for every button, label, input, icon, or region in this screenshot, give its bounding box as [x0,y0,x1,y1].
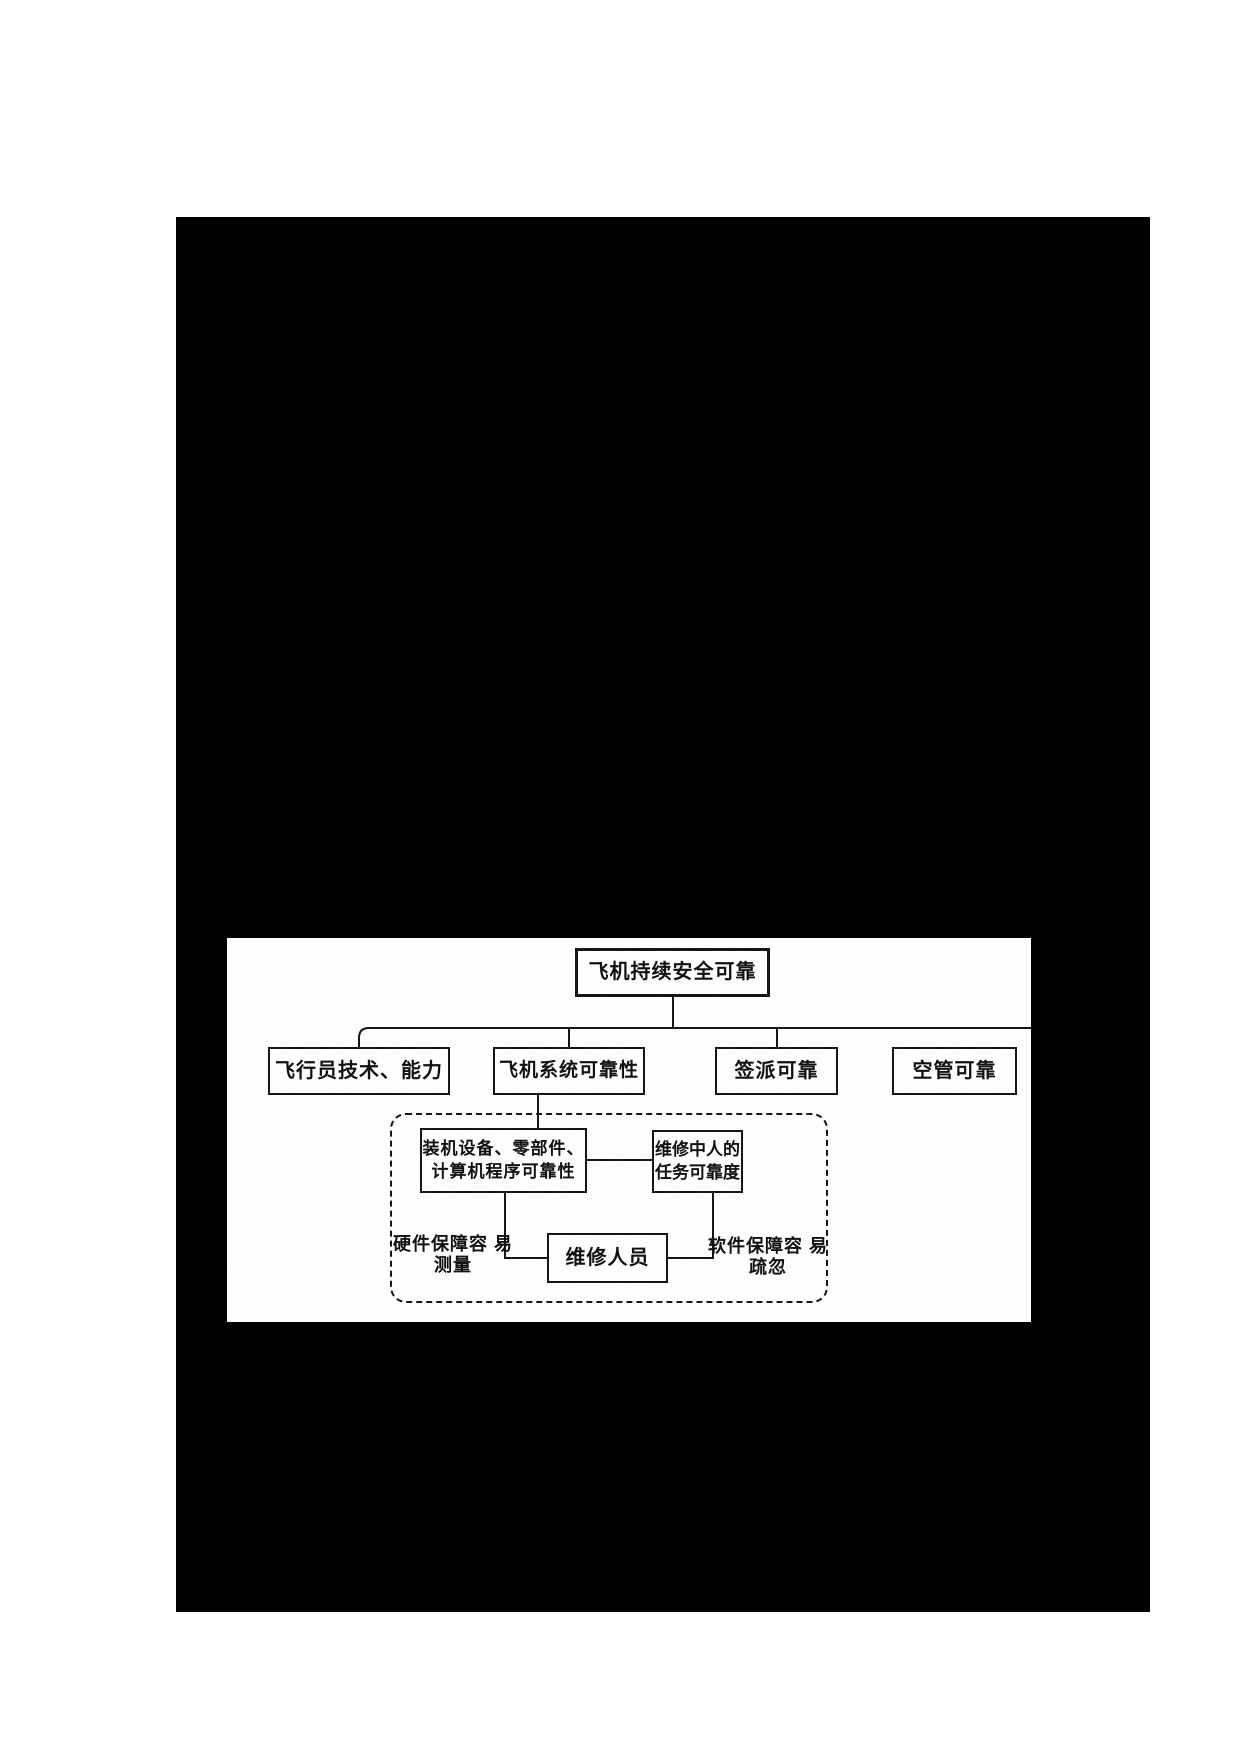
node-label: 飞行员技术、能力 [275,1059,443,1082]
node-label: 签派可靠 [734,1059,819,1082]
node-aircraft-continued-safety: 飞机持续安全可靠 [575,948,770,997]
maintenance-dashed-group [390,1113,828,1303]
node-dispatch-reliable: 签派可靠 [715,1047,838,1095]
note-line2: 易疏忽 [749,1236,828,1277]
edge-equipment-to-personnel [504,1193,547,1259]
figure-panel: 飞机持续安全可靠 飞行员技术、能力 飞机系统可靠性 签派可靠 空管可靠 装机设备… [227,938,1031,1322]
node-maintenance-task-reliability: 维修中人的 任务可靠度 [652,1130,743,1193]
node-label: 维修人员 [565,1246,650,1269]
edge-trunk-left [358,1027,673,1047]
node-aircraft-system-reliability: 飞机系统可靠性 [493,1047,645,1095]
note-line2: 易测量 [434,1234,513,1275]
note-hardware-support-measurable: 硬件保障容 易测量 [388,1234,518,1276]
node-pilot-skill-ability: 飞行员技术、能力 [268,1047,450,1095]
edge-trunk-right [673,1027,1031,1029]
edge-task-to-personnel [668,1193,714,1259]
node-atc-reliable: 空管可靠 [892,1047,1017,1095]
connector-lines [358,997,1031,1259]
node-maintenance-personnel: 维修人员 [547,1233,668,1283]
note-line1: 硬件保障容 [392,1234,488,1254]
node-label-line2: 计算机程序可靠性 [431,1161,576,1181]
node-label-line1: 维修中人的 [655,1139,740,1159]
node-label: 空管可靠 [912,1059,997,1082]
node-label-line2: 任务可靠度 [655,1162,740,1182]
node-equipment-parts-software-reliability: 装机设备、零部件、 计算机程序可靠性 [420,1128,587,1193]
note-software-support-overlooked: 软件保障容 易疏忽 [703,1236,833,1278]
node-label-line1: 装机设备、零部件、 [422,1138,585,1158]
node-label: 飞机持续安全可靠 [588,961,757,983]
node-label: 飞机系统可靠性 [498,1060,639,1082]
black-redaction-area [176,217,1150,1612]
note-line1: 软件保障容 [707,1236,803,1256]
